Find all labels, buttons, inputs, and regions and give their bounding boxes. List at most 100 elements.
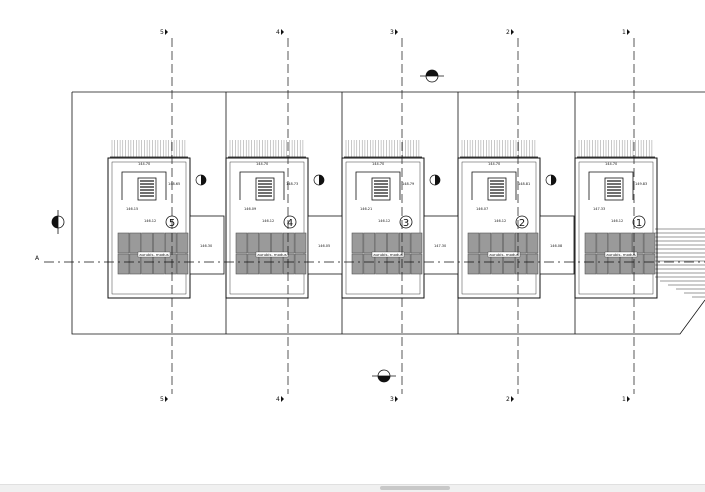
solar-panel: [631, 253, 644, 275]
solar-panel: [503, 232, 515, 254]
elevation-label: 146.12: [262, 219, 274, 223]
solar-panel: [164, 253, 177, 275]
solar-panel: [631, 232, 644, 254]
solar-panel: [398, 253, 411, 275]
unit-outline: [574, 157, 658, 299]
solar-panel: [282, 232, 295, 254]
unit-inner-outline: [111, 161, 187, 295]
unit-inner-outline: [461, 161, 537, 295]
solar-panel: [375, 232, 387, 254]
connector-elevation: 146.30: [200, 244, 212, 248]
site-outline: [71, 91, 705, 335]
connector-elevation: 146.05: [318, 244, 330, 248]
solar-label-box: [604, 251, 638, 258]
connector-outline: [189, 215, 225, 275]
solar-panel: [271, 232, 283, 254]
elevation-label: 146.15: [126, 207, 138, 211]
section-marker-icon: [195, 174, 207, 186]
solar-panel: [129, 253, 142, 275]
solar-panel-label: aurubis. modus: [373, 252, 402, 257]
grid-bubble-bottom: 4: [276, 396, 284, 403]
elevation-label: 146.12: [611, 219, 623, 223]
grid-arrow-icon: [165, 396, 168, 402]
grid-label: 1: [622, 396, 626, 403]
stair-frame: [121, 171, 167, 200]
solar-panel: [467, 232, 480, 254]
elevation-label: 146.07: [476, 207, 488, 211]
solar-panel: [584, 253, 597, 275]
solar-panel: [141, 232, 153, 254]
solar-array: aurubis. modus: [117, 232, 189, 275]
grid-label: 2: [506, 396, 510, 403]
connector-elevation: 146.08: [550, 244, 562, 248]
unit-number: 4: [287, 218, 293, 229]
section-symbol-left: [51, 210, 65, 234]
section-symbol-top: [420, 69, 444, 83]
solar-panel: [387, 232, 399, 254]
solar-panel: [117, 253, 130, 275]
grid-label: 3: [390, 29, 394, 36]
unit-number-circle: [515, 215, 529, 229]
solar-panel: [351, 253, 364, 275]
solar-panel: [117, 232, 130, 254]
grid-label: 3: [390, 396, 394, 403]
row-label-left: A: [35, 255, 40, 262]
marker-half: [435, 175, 440, 185]
solar-label-box: [137, 251, 171, 258]
solar-panel: [129, 232, 142, 254]
elevation-label: 144.70: [605, 162, 617, 166]
elevation-label: 146.21: [360, 207, 372, 211]
marker-half: [201, 175, 206, 185]
grid-label: 4: [276, 396, 280, 403]
grid-bubble-bottom: 1: [622, 396, 630, 403]
solar-panel: [643, 232, 656, 254]
marker-half: [551, 175, 556, 185]
unit-inner-outline: [578, 161, 654, 295]
elevation-label: 144.70: [256, 162, 268, 166]
solar-panel: [398, 232, 411, 254]
section-line-a: A: [35, 255, 705, 263]
solar-panel: [282, 253, 295, 275]
grid-arrow-icon: [511, 396, 514, 402]
grid-bubble-bottom: 2: [506, 396, 514, 403]
grid-arrow-icon: [627, 396, 630, 402]
gaps-layer: 146.30 146.05 147.30 146.08: [189, 174, 575, 275]
stair-frame: [239, 171, 285, 200]
connector-block: 146.30: [189, 174, 225, 275]
solar-panel: [176, 253, 189, 275]
grid-bubble-top: 3: [390, 29, 398, 36]
stair-frame: [355, 171, 401, 200]
unit-number: 1: [636, 218, 642, 229]
solar-panel: [584, 232, 597, 254]
elevation-label: 144.70: [488, 162, 500, 166]
solar-panel: [514, 232, 527, 254]
horizontal-scrollbar[interactable]: [0, 484, 705, 492]
connector-block: 146.05: [307, 174, 343, 275]
scrollbar-thumb[interactable]: [380, 486, 450, 490]
connector-elevation: 147.30: [434, 244, 446, 248]
section-symbol-bottom: [372, 369, 396, 383]
section-marker-icon: [545, 174, 557, 186]
connector-block: 146.08: [539, 174, 575, 275]
elevation-label: 148.81: [518, 182, 530, 186]
grid-label: 5: [160, 396, 164, 403]
unit-inner-outline: [345, 161, 421, 295]
grid-arrow-icon: [281, 396, 284, 402]
unit-number-circle: [632, 215, 646, 229]
solar-panel: [491, 232, 503, 254]
elevation-label: 146.09: [244, 207, 256, 211]
unit-number: 3: [403, 218, 409, 229]
solar-label-box: [371, 251, 405, 258]
elevation-label: 146.12: [378, 219, 390, 223]
grid-bubble-top: 5: [160, 29, 168, 36]
solar-panel: [479, 253, 492, 275]
solar-panel: [596, 232, 609, 254]
solar-panel: [363, 232, 376, 254]
solar-panel: [176, 232, 189, 254]
